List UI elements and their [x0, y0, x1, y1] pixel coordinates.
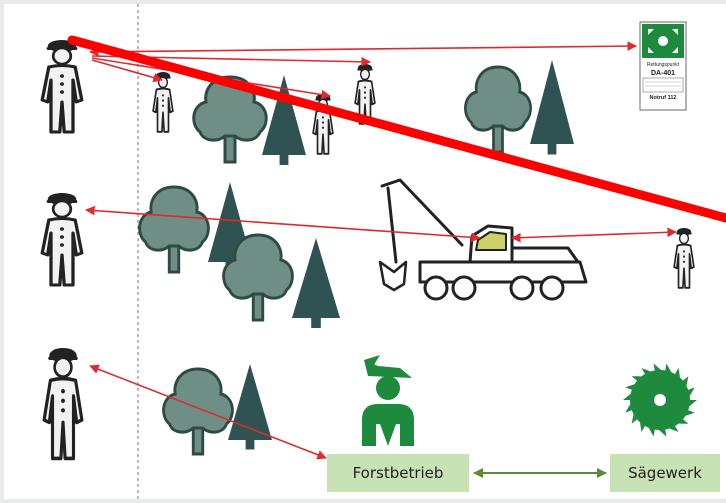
spruce-icon: [530, 60, 574, 155]
saw-tooth: [641, 367, 651, 375]
strike-line: [67, 35, 726, 223]
saw-tooth: [685, 410, 695, 416]
saw-tooth: [648, 427, 655, 437]
forester-icon: [362, 355, 414, 446]
saegewerk-box: Sägewerk: [610, 454, 720, 492]
worker-icon: [152, 71, 174, 133]
saw-tooth: [665, 363, 672, 373]
saegewerk-label: Sägewerk: [628, 464, 702, 482]
saw-tooth: [631, 414, 638, 424]
worker-icon: [42, 346, 84, 461]
saw-tooth: [669, 425, 679, 433]
saw-tooth: [675, 367, 681, 378]
saw-tooth: [658, 429, 667, 437]
spruce-icon: [228, 364, 272, 450]
arrow-to-worker-small: [91, 59, 163, 83]
saw-blade-icon: [623, 363, 697, 437]
forstbetrieb-box: Forstbetrieb: [327, 454, 469, 492]
sign-emergency: Notruf 112: [650, 95, 677, 101]
forstbetrieb-label: Forstbetrieb: [352, 464, 444, 482]
saw-tooth: [678, 419, 689, 424]
saw-tooth: [625, 384, 635, 390]
saw-tooth: [639, 422, 645, 433]
tree-icon: [162, 367, 234, 456]
sign-title: Rettungspunkt: [647, 62, 680, 68]
tree-icon: [138, 185, 210, 274]
arrow-to-sign: [89, 41, 637, 57]
sign-code: DA-401: [651, 70, 675, 77]
worker-icon: [673, 227, 695, 289]
arrow-worker-forstbetrieb: [89, 364, 327, 460]
saw-tooth: [653, 363, 662, 371]
worker-icon: [40, 38, 84, 134]
tree-icon: [463, 65, 533, 154]
arrow-harvester-worker: [511, 227, 677, 243]
assembly-point-sign-icon: Rettungspunkt DA-401 Notruf 112: [639, 21, 687, 111]
harvester-icon: [378, 178, 588, 301]
saw-tooth: [689, 400, 697, 407]
saw-tooth: [625, 404, 632, 413]
saw-tooth: [631, 376, 642, 381]
spruce-icon: [292, 238, 340, 328]
arrow-worker-harvester: [85, 205, 481, 243]
worker-icon: [40, 191, 84, 287]
saw-tooth: [688, 387, 695, 396]
saw-tooth: [623, 393, 631, 400]
saw-tooth: [682, 376, 689, 386]
